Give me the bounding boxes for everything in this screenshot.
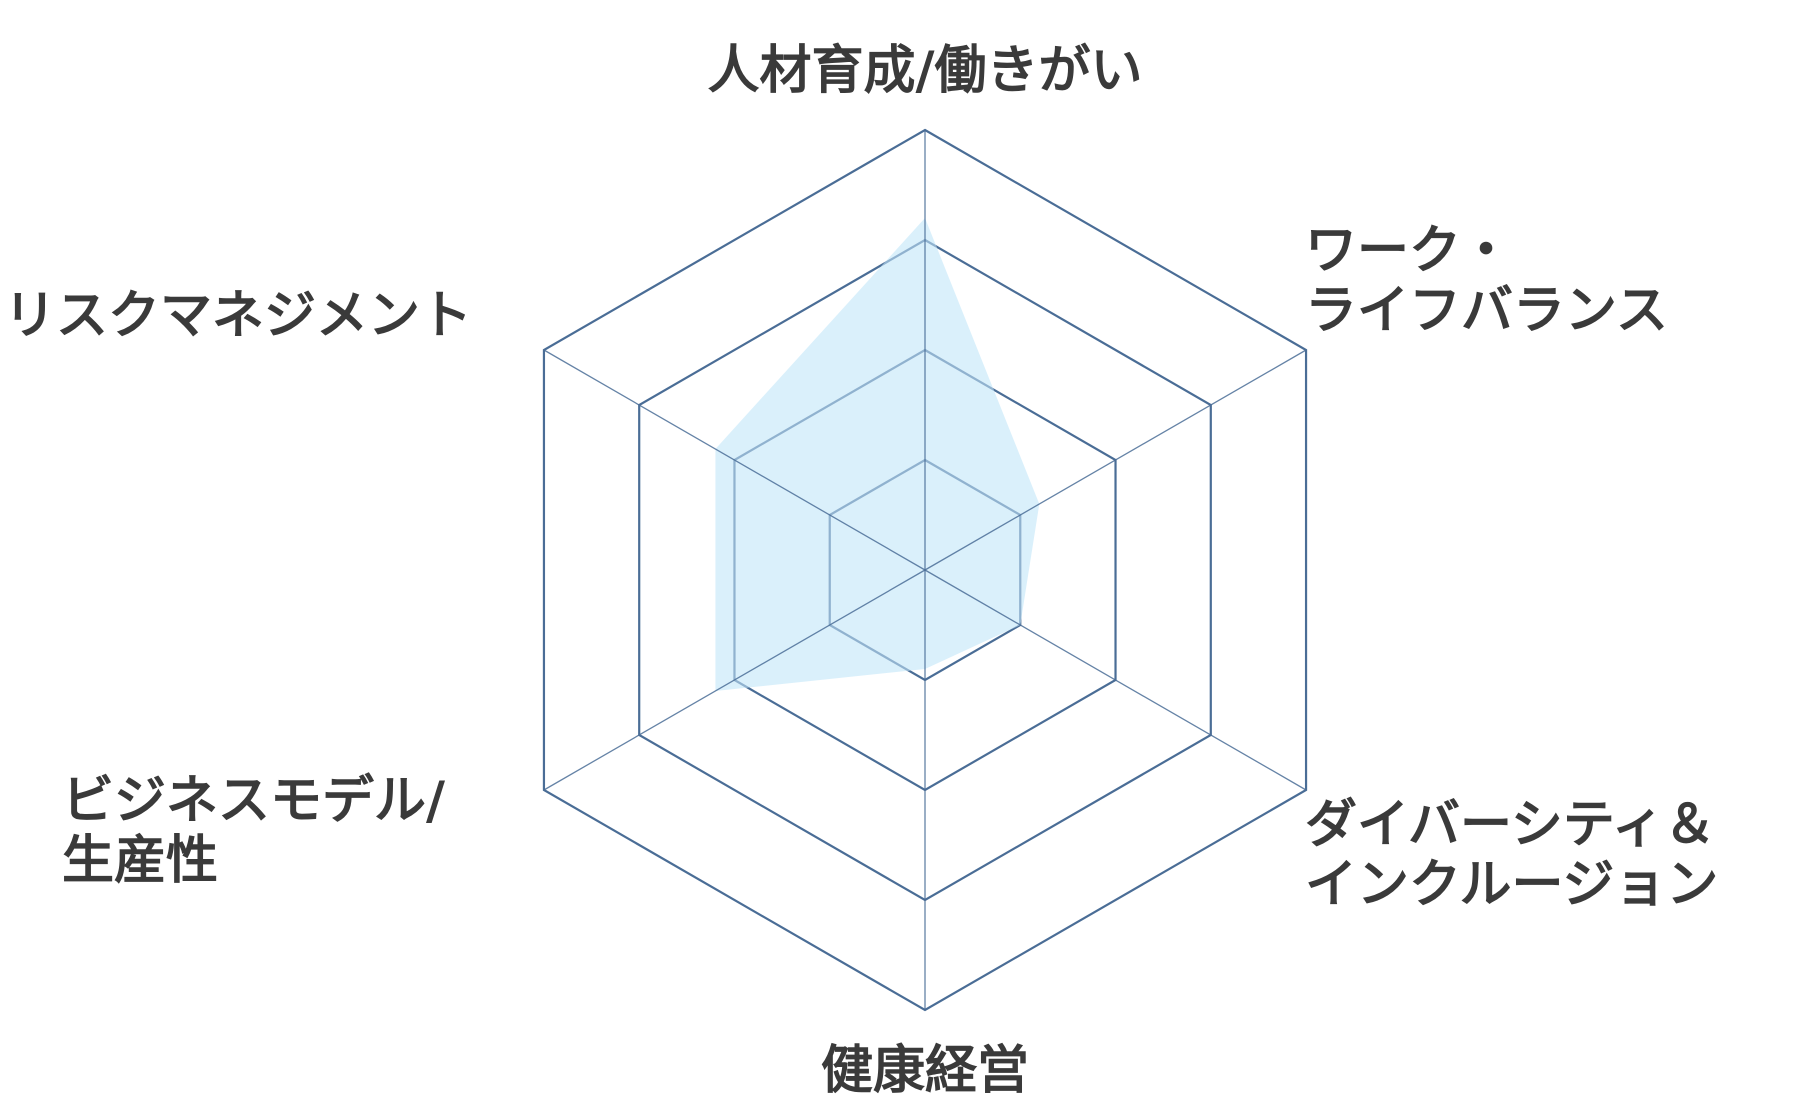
axis-label-1-line-0: ワーク・ xyxy=(1305,221,1512,281)
axis-spoke-4 xyxy=(543,569,926,791)
axis-label-0-line-0: 人材育成/働きがい xyxy=(708,41,1143,101)
axis-label-2-line-0: ダイバーシティ＆ xyxy=(1305,795,1716,855)
axis-label-4: ビジネスモデル/生産性 xyxy=(62,771,445,891)
axis-label-0: 人材育成/働きがい xyxy=(708,41,1143,101)
axis-label-5-line-0: リスクマネジメント xyxy=(4,286,472,346)
axis-label-1: ワーク・ライフバランス xyxy=(1305,221,1668,341)
axis-spokes xyxy=(543,130,1307,1010)
axis-label-5: リスクマネジメント xyxy=(4,286,472,346)
axis-label-2: ダイバーシティ＆インクルージョン xyxy=(1305,795,1718,915)
data-area xyxy=(715,218,1040,691)
series-area-0 xyxy=(715,218,1040,691)
axis-label-4-line-1: 生産性 xyxy=(62,831,218,891)
axis-label-2-line-1: インクルージョン xyxy=(1305,855,1718,915)
axis-spoke-1 xyxy=(924,349,1307,571)
axis-spoke-2 xyxy=(924,569,1307,791)
axis-label-3-line-0: 健康経営 xyxy=(821,1041,1029,1101)
axis-spoke-5 xyxy=(543,349,926,571)
axis-label-1-line-1: ライフバランス xyxy=(1305,281,1668,341)
axis-labels: 人材育成/働きがいワーク・ライフバランスダイバーシティ＆インクルージョン健康経営… xyxy=(4,41,1718,1101)
axis-label-3: 健康経営 xyxy=(821,1041,1029,1101)
axis-label-4-line-0: ビジネスモデル/ xyxy=(62,771,445,831)
